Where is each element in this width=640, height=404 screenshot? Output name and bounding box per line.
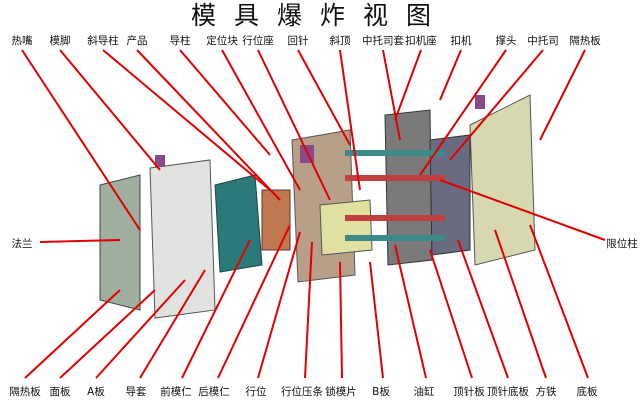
pin-2	[345, 175, 445, 181]
leader-line	[181, 239, 251, 379]
leader-line	[439, 179, 606, 241]
leader-line	[539, 49, 586, 141]
leader-line	[24, 289, 121, 379]
label-latch-seat: 扣机座	[405, 35, 437, 47]
cylinder	[155, 155, 165, 167]
label-b-plate: B板	[372, 386, 390, 398]
leader-line	[439, 49, 462, 101]
leader-line	[339, 49, 361, 191]
label-slider-seat: 行位座	[242, 35, 274, 47]
label-insulation-plate-top: 隔热板	[569, 35, 601, 47]
label-return-pin: 回针	[287, 35, 309, 47]
label-cavity-insert: 前模仁	[160, 386, 192, 398]
leader-line	[339, 261, 343, 379]
leader-line	[136, 49, 281, 201]
label-ejector-guide-pin: 中托司	[527, 35, 559, 47]
leader-line	[419, 49, 507, 176]
label-cylinder: 油缸	[413, 386, 435, 398]
slider	[319, 199, 373, 256]
label-slider: 行位	[245, 386, 267, 398]
leader-line	[217, 224, 291, 379]
leader-line	[394, 49, 422, 121]
label-ejector-base-plate: 顶针底板	[487, 386, 529, 398]
label-insulation-plate: 隔热板	[9, 386, 41, 398]
leader-lines	[21, 49, 606, 379]
label-stop-pin: 限位柱	[606, 238, 638, 250]
label-bottom-plate: 底板	[576, 386, 598, 398]
label-flange: 法兰	[11, 238, 33, 250]
leader-line	[59, 289, 156, 379]
leader-line	[429, 249, 473, 379]
leader-line	[304, 241, 313, 379]
clamp-plate-left	[99, 174, 141, 311]
label-hot-nozzle: 热嘴	[11, 35, 33, 47]
cylinder	[475, 95, 485, 109]
leader-line	[449, 49, 544, 161]
label-locating-block: 定位块	[206, 35, 238, 47]
label-mold-foot: 模脚	[49, 35, 71, 47]
label-slider-gib: 行位压条	[281, 386, 323, 398]
leader-line	[139, 269, 206, 379]
leader-line	[102, 49, 271, 191]
mold-parts	[99, 94, 536, 319]
label-core-insert: 后模仁	[198, 386, 230, 398]
leader-line	[221, 49, 301, 191]
pin-3	[345, 215, 445, 221]
spacer-block	[384, 109, 433, 266]
leader-line	[95, 279, 186, 379]
leader-line	[494, 229, 547, 379]
label-guide-pin: 导柱	[169, 35, 191, 47]
a-plate	[149, 159, 216, 319]
leader-line	[257, 231, 301, 379]
label-top-clamp-plate: 面板	[49, 386, 71, 398]
front-core	[214, 174, 263, 273]
leader-line	[529, 224, 589, 379]
label-guide-bush: 导套	[125, 386, 147, 398]
label-product: 产品	[126, 35, 148, 47]
leader-line	[39, 239, 121, 243]
label-ejector-plate: 顶针板	[453, 386, 485, 398]
label-a-plate: A板	[87, 386, 105, 398]
label-angle-pin: 斜导柱	[87, 35, 119, 47]
leader-line	[394, 244, 427, 379]
label-support-pillar: 撑头	[495, 35, 517, 47]
leader-line	[369, 261, 384, 379]
label-lifter: 斜顶	[329, 35, 351, 47]
label-ejector-guide-bush: 中托司套	[362, 35, 404, 47]
bottom-plate	[469, 94, 536, 266]
pin-1	[345, 150, 445, 156]
leader-line	[21, 49, 141, 231]
leader-line	[297, 49, 351, 146]
label-mold-lock: 锁模片	[325, 386, 357, 398]
pin-4	[345, 235, 445, 241]
product	[261, 189, 291, 251]
leader-line	[59, 49, 161, 171]
label-latch: 扣机	[450, 35, 472, 47]
leader-line	[257, 49, 331, 201]
page-title: 模具爆炸视图	[190, 1, 449, 30]
leader-line	[179, 49, 271, 156]
leader-line	[457, 239, 509, 379]
label-spacer-block: 方铁	[535, 386, 557, 398]
leader-line	[382, 49, 401, 141]
